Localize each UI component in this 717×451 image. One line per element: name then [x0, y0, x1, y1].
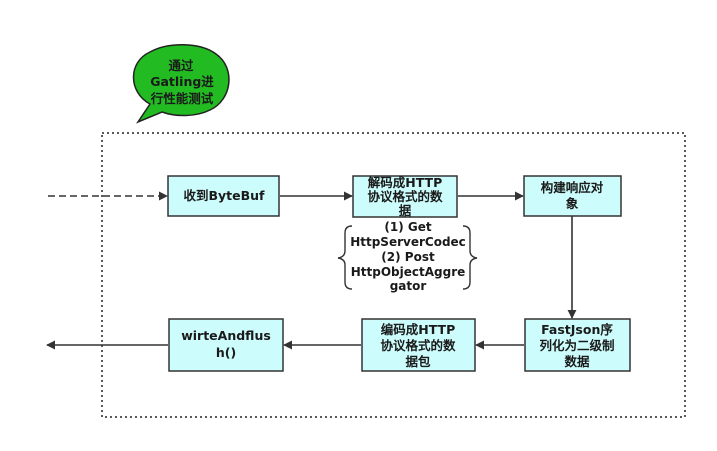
node-build-response: 构建响应对 象	[523, 175, 622, 217]
callout-line-2: Gatling进	[150, 74, 214, 89]
note-line-2: HttpServerCodec	[350, 235, 466, 249]
node-write-and-flush: wirteAndflus h()	[168, 318, 284, 372]
codec-note: (1) Get HttpServerCodec (2) Post HttpObj…	[337, 220, 478, 293]
note-line-4: HttpObjectAggre	[351, 265, 466, 279]
node-build-line-1: 构建响应对	[541, 180, 604, 195]
node-serialize-line-1: FastJson序	[541, 322, 613, 337]
node-serialize-line-3: 数据	[563, 354, 590, 369]
node-decode-box	[352, 175, 458, 218]
left-brace	[337, 225, 353, 290]
note-line-1: (1) Get	[384, 220, 431, 234]
node-encode-http: 编码成HTTP 协议格式的数 据包	[361, 318, 476, 372]
node-encode-line-2: 协议格式的数	[380, 338, 456, 353]
node-build-line-2: 象	[566, 196, 579, 211]
node-build-box	[523, 175, 622, 217]
callout-bubble: 通过 Gatling进 行性能测试	[132, 44, 230, 124]
node-serialize-line-2: 列化为二级制	[539, 338, 614, 353]
node-decode-http: 解码成HTTP 协议格式的数 据	[352, 175, 458, 218]
note-line-5: gator	[390, 279, 427, 293]
node-fastjson-serialize: FastJson序 列化为二级制 数据	[524, 318, 631, 372]
node-decode-line-1: 解码成HTTP	[368, 175, 442, 190]
callout-shape	[132, 44, 230, 124]
node-encode-line-3: 据包	[405, 354, 431, 369]
right-brace	[462, 225, 478, 290]
node-write-line-2: h()	[216, 345, 236, 360]
node-receive-line-1: 收到ByteBuf	[184, 188, 266, 203]
note-line-3: (2) Post	[381, 250, 435, 264]
callout-line-3: 行性能测试	[150, 91, 214, 106]
node-encode-box	[361, 318, 476, 372]
node-write-box	[168, 318, 284, 372]
node-decode-line-2: 协议格式的数	[367, 189, 443, 204]
node-decode-line-3: 据	[399, 203, 412, 218]
system-boundary	[101, 132, 686, 418]
node-write-line-1: wirteAndflus	[181, 328, 271, 343]
callout-line-1: 通过	[168, 58, 194, 73]
node-receive-box	[167, 175, 280, 217]
node-encode-line-1: 编码成HTTP	[381, 322, 455, 337]
node-serialize-box	[524, 318, 631, 372]
node-receive-bytebuf: 收到ByteBuf	[167, 175, 280, 217]
